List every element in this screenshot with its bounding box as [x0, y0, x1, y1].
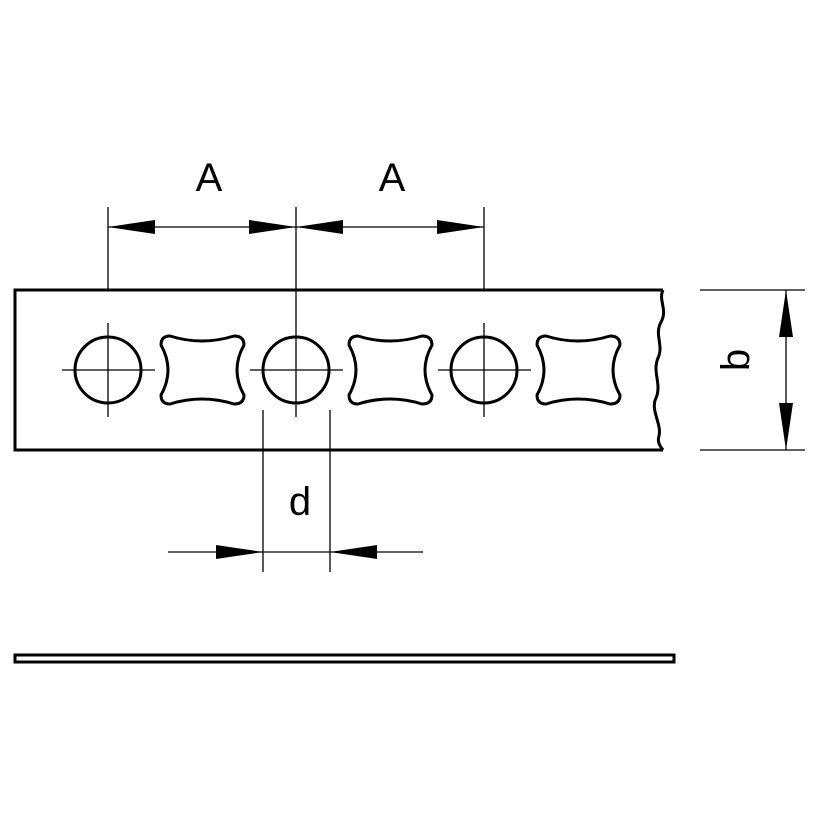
dimension-width: b	[700, 289, 805, 451]
arrowhead	[779, 403, 793, 450]
dimension-diameter: d	[168, 410, 423, 572]
square-hole-1	[159, 334, 246, 406]
arrowhead	[296, 220, 343, 234]
round-hole-3	[438, 323, 531, 417]
arrowhead	[437, 220, 484, 234]
dimension-pitch: A A	[107, 156, 485, 290]
square-hole-3	[535, 334, 622, 406]
strip-outline	[13, 288, 666, 452]
arrowhead	[330, 545, 377, 559]
arrowhead	[108, 220, 155, 234]
dimension-label-pitch-right: A	[379, 156, 406, 200]
round-hole-1	[62, 323, 155, 417]
round-hole-2	[250, 290, 343, 417]
square-hole-2	[347, 334, 434, 406]
dimension-label-diameter: d	[289, 480, 311, 524]
dimension-label-width: b	[714, 349, 758, 371]
arrowhead	[249, 220, 296, 234]
strip-side-view	[13, 653, 676, 664]
arrowhead	[216, 545, 263, 559]
arrowhead	[779, 290, 793, 337]
dimension-label-pitch-left: A	[196, 156, 223, 200]
